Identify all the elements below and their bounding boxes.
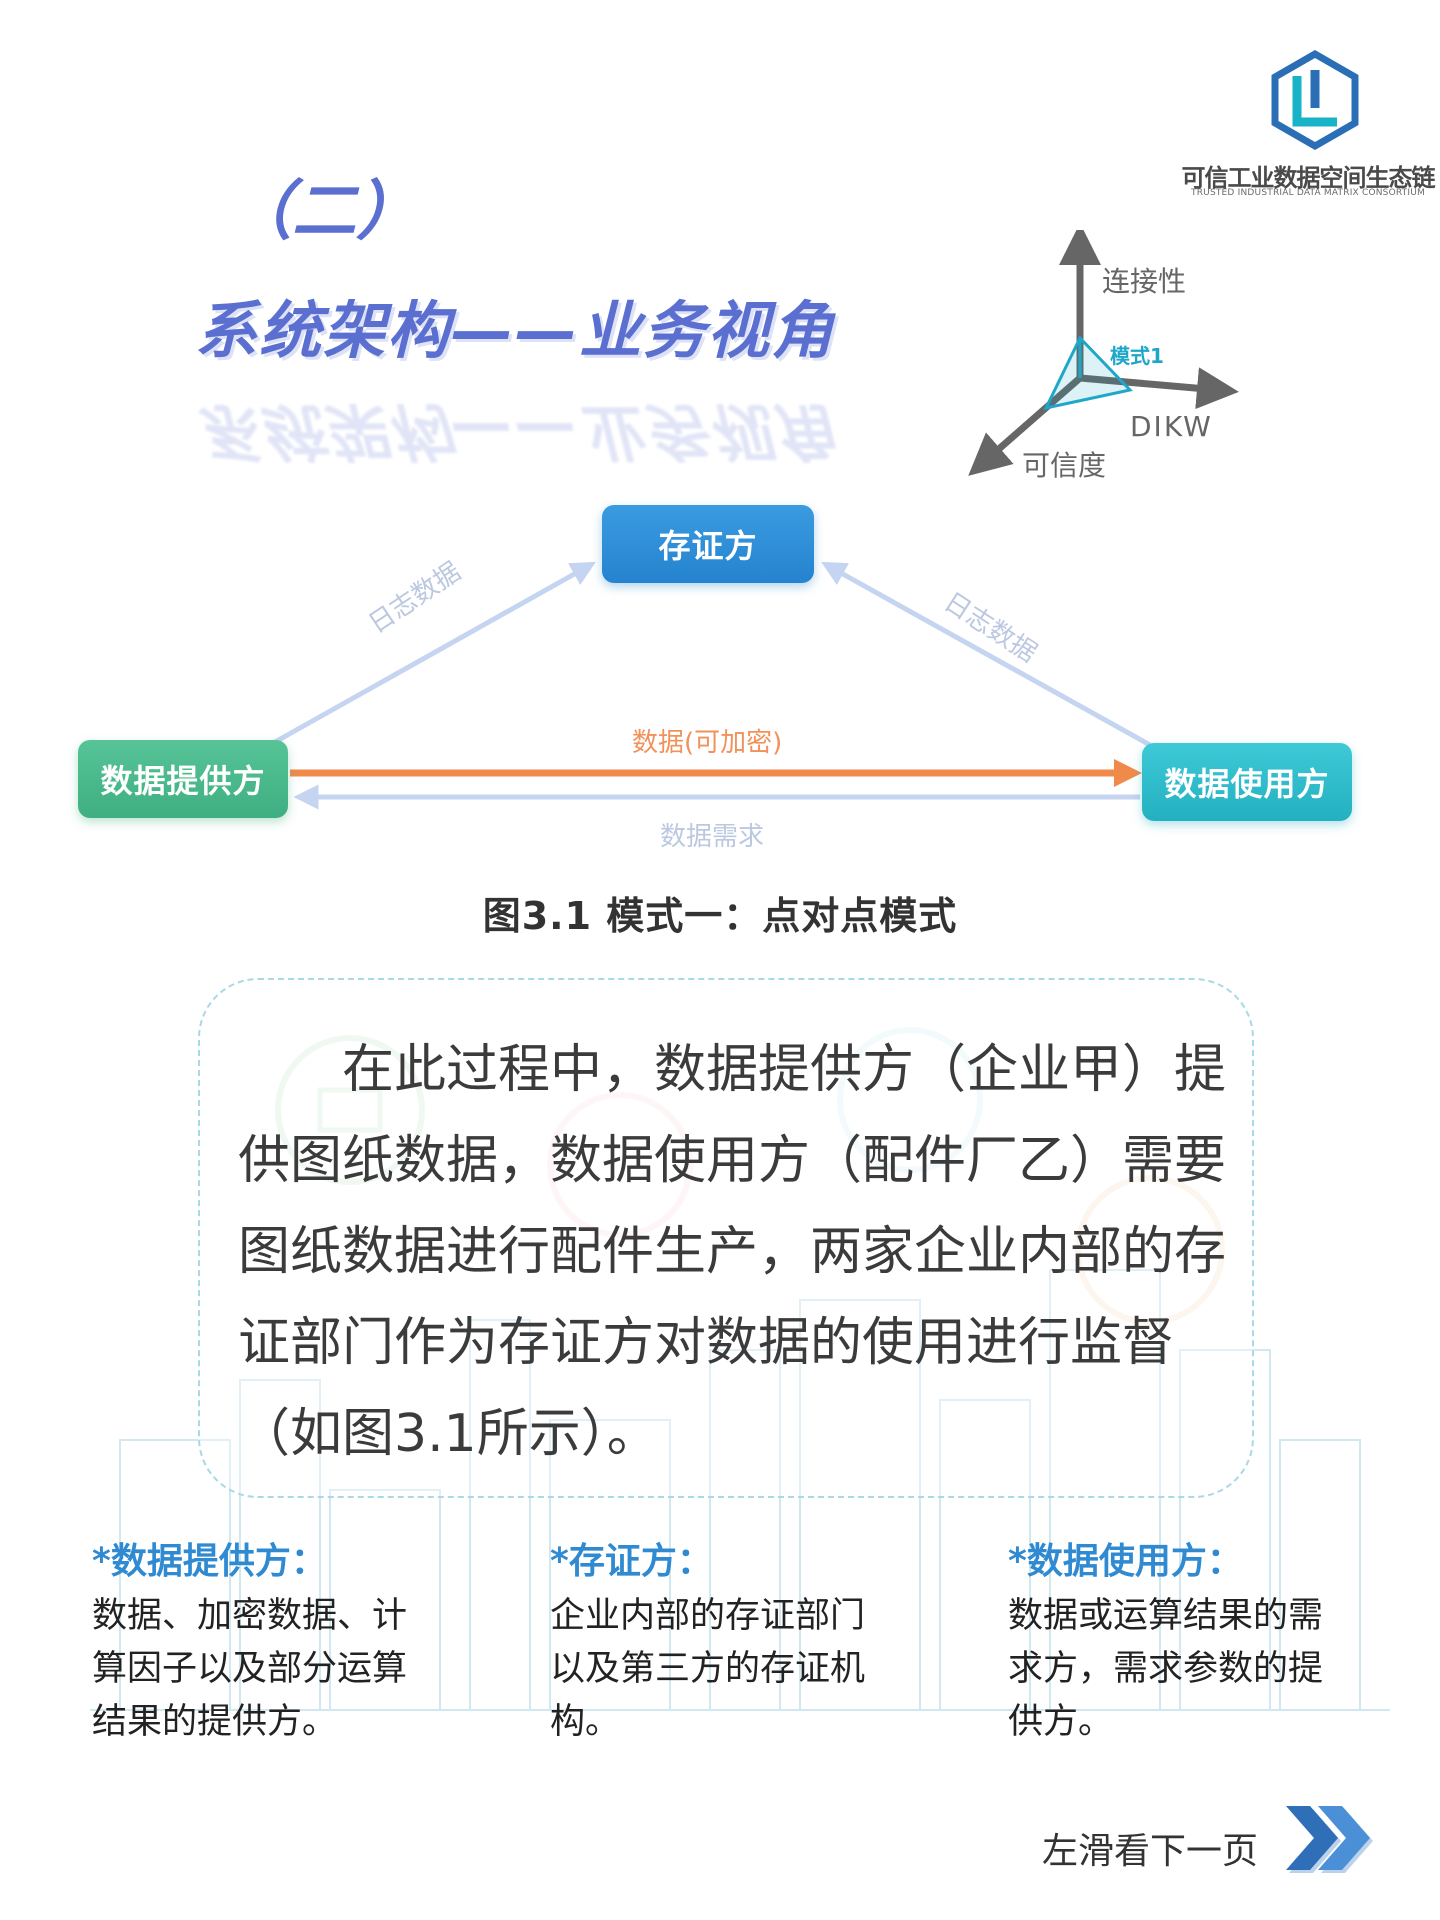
city-skyline (90, 1269, 1390, 1711)
axis-label-dikw: DIKW (1130, 410, 1213, 443)
axis-arrows-icon (968, 230, 1239, 476)
text-panel (198, 978, 1254, 1498)
background-decoration (90, 1027, 1390, 1711)
node-witness: 存证方 (602, 505, 814, 583)
node-data-provider: 数据提供方 (78, 740, 288, 818)
section-number: （二） (228, 175, 420, 249)
edge-label-demand: 数据需求 (660, 822, 765, 852)
logo-mark-icon (1271, 50, 1359, 150)
definition-body: 企业内部的存证部门以及第三方的存证机构。 (550, 1596, 866, 1742)
definition-body: 数据或运算结果的需求方，需求参数的提供方。 (1008, 1596, 1324, 1742)
figure-caption: 图3.1 模式一：点对点模式 (482, 894, 958, 938)
axis-label-connectivity: 连接性 (1102, 265, 1187, 298)
faded-circle-icons (275, 1027, 1225, 1325)
double-chevron-right-icon[interactable] (1280, 1800, 1376, 1876)
arrow-log-right (821, 561, 1152, 748)
definition-title: *数据使用方： (1008, 1541, 1243, 1582)
definition-title: *存证方： (550, 1541, 713, 1582)
body-paragraph: 在此过程中，数据提供方（企业甲）提供图纸数据，数据使用方（配件厂乙）需要图纸数据… (238, 1040, 1227, 1464)
logo-subtitle: TRUSTED INDUSTRIAL DATA MATRIX CONSORTIU… (1191, 188, 1425, 198)
logo-name: 可信工业数据空间生态链 (1181, 164, 1436, 192)
edge-label-data: 数据(可加密) (632, 728, 783, 758)
axis-diagram: 连接性 模式1 DIKW 可信度 (960, 230, 1240, 490)
section-title: 系统架构——业务视角 (195, 294, 836, 367)
arrow-log-left (273, 561, 596, 745)
section-title-reflection: 系统架构——业务视角 (195, 395, 836, 468)
diagram-arrows (273, 561, 1152, 810)
definition-data-provider: *数据提供方： 数据、加密数据、计算因子以及部分运算结果的提供方。 (92, 1532, 432, 1749)
logo: 可信工业数据空间生态链 TRUSTED INDUSTRIAL DATA MATR… (1180, 50, 1440, 210)
axis-label-mode: 模式1 (1110, 344, 1164, 368)
axis-label-trust: 可信度 (1022, 449, 1107, 482)
definition-data-user: *数据使用方： 数据或运算结果的需求方，需求参数的提供方。 (1008, 1532, 1348, 1749)
node-data-user: 数据使用方 (1142, 743, 1352, 821)
flow-diagram: 存证方 数据提供方 数据使用方 日志数据 日志数据 数据(可加密) 数据需求 (0, 490, 1440, 890)
definition-title: *数据提供方： (92, 1541, 327, 1582)
definition-witness: *存证方： 企业内部的存证部门以及第三方的存证机构。 (550, 1532, 870, 1749)
definition-body: 数据、加密数据、计算因子以及部分运算结果的提供方。 (92, 1596, 408, 1742)
next-page-label[interactable]: 左滑看下一页 (1042, 1831, 1259, 1872)
